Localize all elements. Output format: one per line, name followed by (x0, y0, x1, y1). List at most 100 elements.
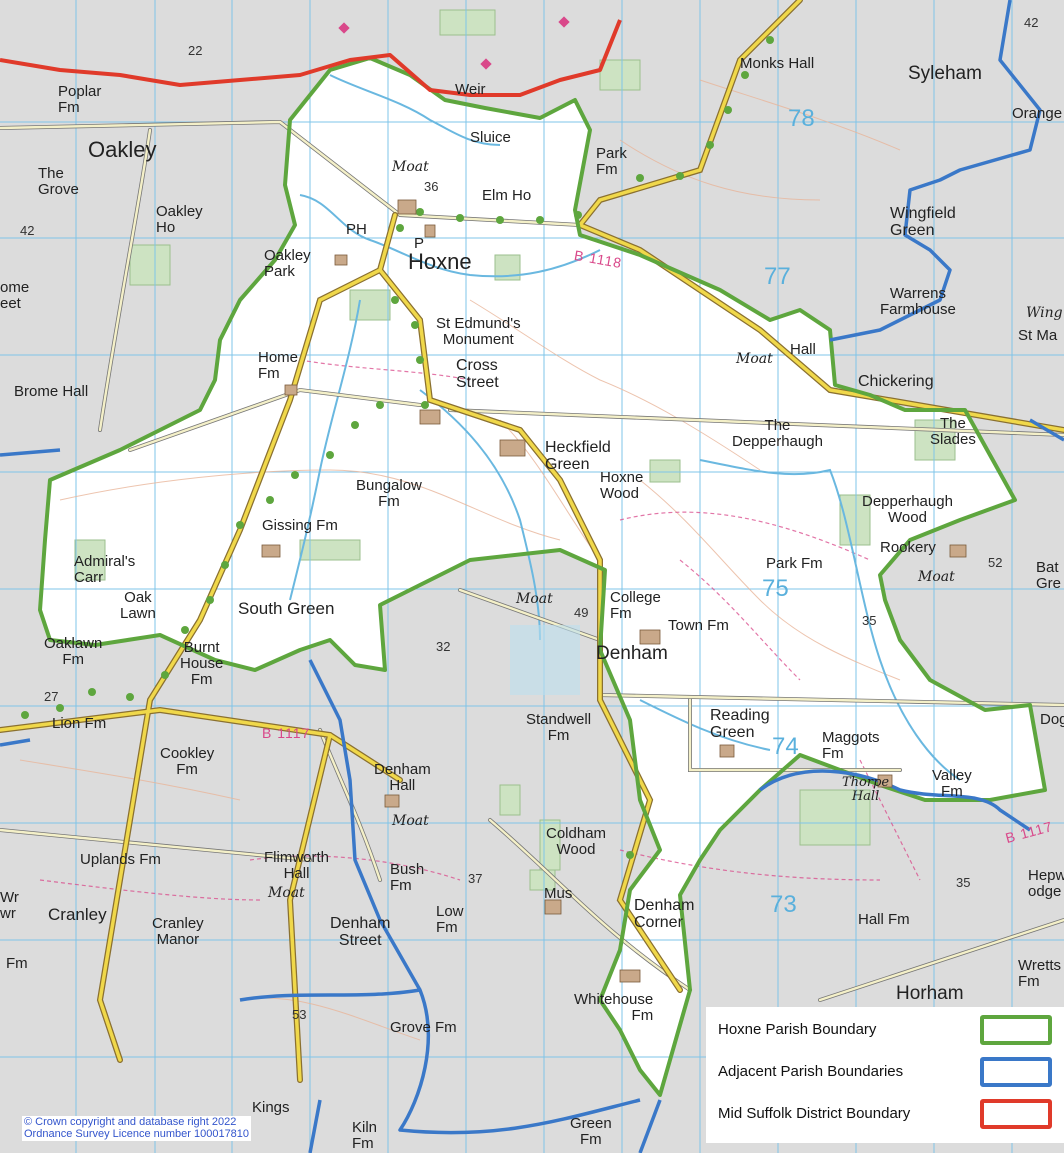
spot-height: 32 (436, 639, 451, 654)
spot-height: 22 (188, 43, 203, 58)
label-moat-denham-hall: Moat (392, 813, 429, 829)
minor-roads (0, 120, 1064, 1002)
legend-swatch-blue (980, 1057, 1052, 1087)
label-south-green: South Green (238, 599, 335, 618)
stippled-area (510, 625, 580, 695)
spot-height: 37 (468, 871, 483, 886)
label-monks-hall: Monks Hall (740, 55, 815, 72)
label-flimworth-hall: Flimworth Hall (264, 849, 330, 882)
label-valley-fm: Valley Fm (932, 767, 972, 800)
label-admirals-carr: Admiral's Carr (74, 553, 136, 586)
label-st-edmunds-monument: St Edmund's Monument (436, 315, 521, 348)
label-the-depperhaugh: The Depperhaugh (732, 417, 823, 450)
label-denham: Denham (596, 643, 668, 664)
label-park-fm-north: Park Fm (596, 145, 627, 178)
legend-swatch-green (980, 1015, 1052, 1045)
map-legend: Hoxne Parish Boundary Adjacent Parish Bo… (706, 1007, 1064, 1143)
spot-height: 35 (862, 613, 877, 628)
label-bat-gre: Bat Gre (1036, 559, 1062, 592)
label-poplar-fm: Poplar Fm (58, 83, 102, 116)
hoxne-parish-boundary (38, 56, 1047, 1097)
label-oak-lawn: Oak Lawn (120, 589, 156, 622)
label-warrens-farmhouse: Warrens Farmhouse (880, 285, 956, 318)
label-standwell-fm: Standwell Fm (526, 711, 592, 744)
label-college-fm: College Fm (610, 589, 661, 622)
label-p: P (414, 235, 425, 252)
label-reading-green: Reading Green (710, 707, 770, 741)
label-moat-flimworth: Moat (268, 885, 305, 901)
label-ome-eet: ome eet (0, 279, 30, 312)
label-heckfield-green: Heckfield Green (545, 439, 611, 473)
label-brome-hall: Brome Hall (14, 383, 89, 400)
legend-label: Adjacent Parish Boundaries (718, 1063, 904, 1080)
label-moat-hoxne: Moat (392, 159, 429, 175)
label-syleham: Syleham (908, 63, 982, 84)
spot-height: 42 (1024, 15, 1039, 30)
label-the-slades: The Slades (930, 415, 976, 448)
label-cranley: Cranley (48, 905, 107, 924)
label-cranley-manor: Cranley Manor (152, 915, 204, 948)
label-chickering: Chickering (858, 373, 934, 390)
label-mus: Mus (544, 885, 573, 902)
label-bush-fm: Bush Fm (390, 861, 425, 894)
spot-height: 35 (956, 875, 971, 890)
label-town-fm: Town Fm (668, 617, 729, 634)
legend-item-hoxne: Hoxne Parish Boundary (718, 1015, 1058, 1045)
label-wr-left: Wr wr (0, 889, 19, 922)
label-hoxne: Hoxne (408, 249, 472, 274)
label-hoxne-wood: Hoxne Wood (600, 469, 644, 502)
walking-route-markers (21, 36, 774, 859)
label-grove-fm: Grove Fm (390, 1019, 457, 1036)
label-wretts-fm: Wretts Fm (1018, 957, 1062, 990)
label-moat-hall: Moat (736, 351, 773, 367)
label-hepworth-lodge: Hepw odge (1028, 867, 1064, 900)
label-dog: Dog (1040, 711, 1064, 728)
label-green-fm: Green Fm (570, 1115, 612, 1148)
grid-number-78: 78 (788, 105, 815, 132)
label-hall-fm: Hall Fm (858, 911, 910, 928)
woodland-areas (74, 9, 956, 891)
spot-height: 49 (574, 605, 589, 620)
label-moat-college: Moat (516, 591, 553, 607)
legend-swatch-red (980, 1099, 1052, 1129)
label-thorpe-hall: Thorpe Hall (842, 775, 890, 804)
label-moat-rookery: Moat (918, 569, 955, 585)
label-st-ma: St Ma (1018, 327, 1058, 344)
grid-number-73: 73 (770, 891, 797, 918)
label-cookley-fm: Cookley Fm (160, 745, 215, 778)
label-rookery: Rookery (880, 539, 936, 556)
label-low-fm: Low Fm (436, 903, 464, 936)
spot-height: 52 (988, 555, 1003, 570)
grid-number-77: 77 (764, 263, 791, 290)
label-sluice: Sluice (470, 129, 511, 146)
label-elm-ho: Elm Ho (482, 187, 532, 204)
spot-height: 42 (20, 223, 35, 238)
label-home-fm: Home Fm (258, 349, 299, 382)
label-bungalow-fm: Bungalow Fm (356, 477, 422, 510)
buildings (261, 199, 967, 983)
spot-height: 36 (424, 179, 439, 194)
legend-label: Hoxne Parish Boundary (718, 1021, 877, 1038)
b-roads (0, 0, 1064, 1082)
label-oakley-ho: Oakley Ho (156, 203, 203, 236)
legend-item-adjacent: Adjacent Parish Boundaries (718, 1057, 1058, 1087)
label-denham-corner: Denham Corner (634, 897, 695, 931)
label-cross-street: Cross Street (456, 357, 499, 391)
label-fm-left: Fm (6, 955, 28, 972)
label-hall: Hall (790, 341, 816, 358)
grid-number-75: 75 (762, 575, 789, 602)
spot-height: 27 (44, 689, 59, 704)
label-maggots-fm: Maggots Fm (822, 729, 880, 762)
copyright-line-1: © Crown copyright and database right 202… (24, 1116, 237, 1128)
spot-height: 53 (292, 1007, 307, 1022)
label-weir: Weir (455, 81, 486, 98)
label-ph: PH (346, 221, 367, 238)
road-label-b1117-west: B 1117 (262, 725, 311, 741)
label-horham: Horham (896, 983, 964, 1004)
legend-label: Mid Suffolk District Boundary (718, 1105, 911, 1122)
copyright-notice: © Crown copyright and database right 202… (22, 1116, 252, 1142)
river-waveney (289, 74, 961, 781)
label-oaklawn-fm: Oaklawn Fm (44, 635, 103, 668)
